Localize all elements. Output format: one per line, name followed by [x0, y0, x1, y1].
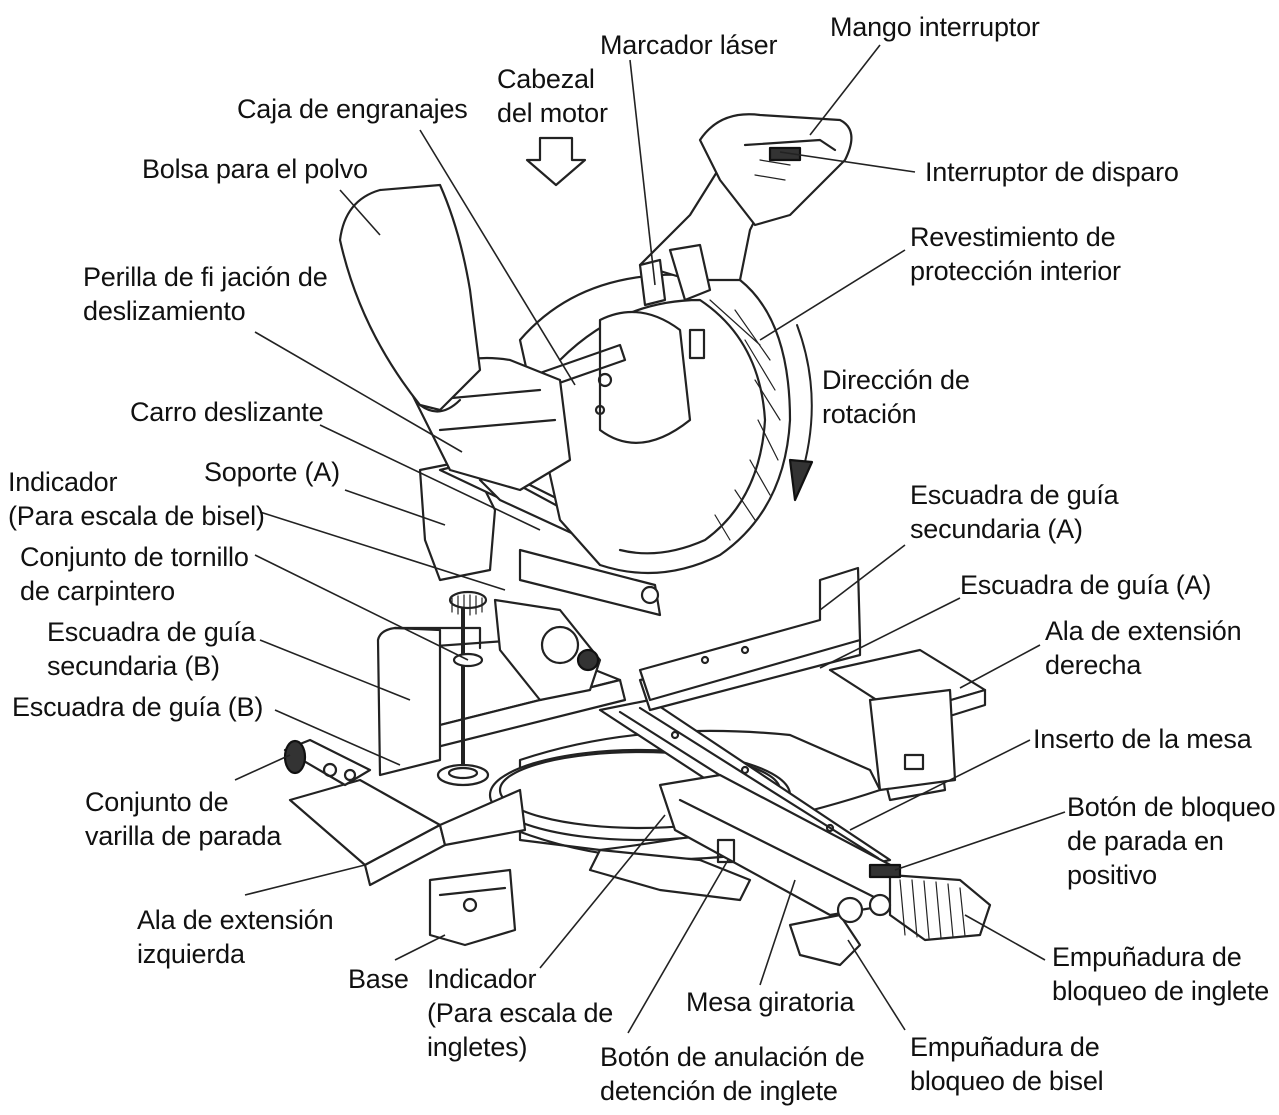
label-indicador-ingletes: Indicador (Para escala de ingletes) [427, 964, 614, 1062]
label-ala-izquierda: Ala de extensión izquierda [137, 905, 334, 969]
leader-soporte-a [344, 489, 446, 526]
leader-escuadra-sec-a [819, 544, 906, 611]
label-empunadura-inglete: Empuñadura de bloqueo de inglete [1052, 942, 1270, 1006]
leader-empunadura-inglete [964, 914, 1046, 961]
leader-interruptor-disparo [779, 151, 916, 173]
label-escuadra-guia-a: Escuadra de guía (A) [960, 570, 1212, 600]
leader-conjunto-tornillo [254, 554, 469, 661]
leader-empunadura-bisel [847, 939, 906, 1031]
leader-ala-izquierda [244, 864, 366, 896]
leader-boton-anulacion [627, 859, 729, 1034]
leader-boton-bloqueo [894, 811, 1066, 871]
label-marcador-laser: Marcador láser [600, 30, 778, 60]
leader-marcador-laser [629, 59, 656, 286]
leader-mango-interruptor [809, 44, 881, 136]
leader-perilla [254, 331, 463, 453]
label-base: Base [348, 964, 409, 994]
leader-revestimiento [759, 249, 906, 341]
leader-caja-engranajes [419, 129, 576, 386]
label-direccion-rotacion: Dirección de rotación [822, 365, 970, 429]
label-interruptor-disparo: Interruptor de disparo [925, 157, 1179, 187]
label-boton-bloqueo-parada: Botón de bloqueo de parada en positivo [1067, 792, 1276, 890]
label-cabezal-motor: Cabezal del motor [497, 64, 608, 128]
leader-escuadra-guia-a [819, 597, 961, 669]
label-escuadra-sec-a: Escuadra de guía secundaria (A) [910, 480, 1119, 544]
label-inserto-mesa: Inserto de la mesa [1033, 724, 1252, 754]
label-escuadra-guia-b: Escuadra de guía (B) [12, 692, 264, 722]
label-perilla: Perilla de fi jación de deslizamiento [83, 262, 328, 326]
label-escuadra-sec-b: Escuadra de guía secundaria (B) [47, 617, 256, 681]
label-mesa-giratoria: Mesa giratoria [686, 987, 855, 1017]
leader-conjunto-varilla [234, 754, 291, 781]
leader-bolsa-polvo [339, 189, 381, 236]
leader-ala-derecha [959, 644, 1041, 689]
label-boton-anulacion: Botón de anulación de detención de ingle… [600, 1042, 865, 1106]
label-carro-deslizante: Carro deslizante [130, 397, 324, 427]
label-caja-engranajes: Caja de engranajes [237, 94, 468, 124]
label-mango-interruptor: Mango interruptor [830, 12, 1040, 42]
leader-indicador-ingletes [539, 814, 666, 969]
label-revestimiento: Revestimiento de protección interior [910, 222, 1121, 286]
leader-inserto [849, 739, 1031, 831]
label-bolsa-polvo: Bolsa para el polvo [142, 154, 368, 184]
label-conjunto-varilla: Conjunto de varilla de parada [85, 787, 282, 851]
label-conjunto-tornillo: Conjunto de tornillo de carpintero [20, 542, 249, 606]
label-soporte-a: Soporte (A) [204, 457, 340, 487]
label-indicador-bisel: Indicador (Para escala de bisel) [8, 467, 265, 531]
leader-base [394, 934, 446, 961]
label-ala-derecha: Ala de extensión derecha [1045, 616, 1242, 680]
leader-indicador-bisel [259, 511, 506, 591]
leader-escuadra-guia-b [274, 709, 401, 766]
leader-escuadra-sec-b [259, 639, 411, 701]
leader-carro [319, 424, 541, 531]
label-empunadura-bisel: Empuñadura de bloqueo de bisel [910, 1032, 1104, 1096]
leader-mesa-giratoria [759, 879, 796, 986]
